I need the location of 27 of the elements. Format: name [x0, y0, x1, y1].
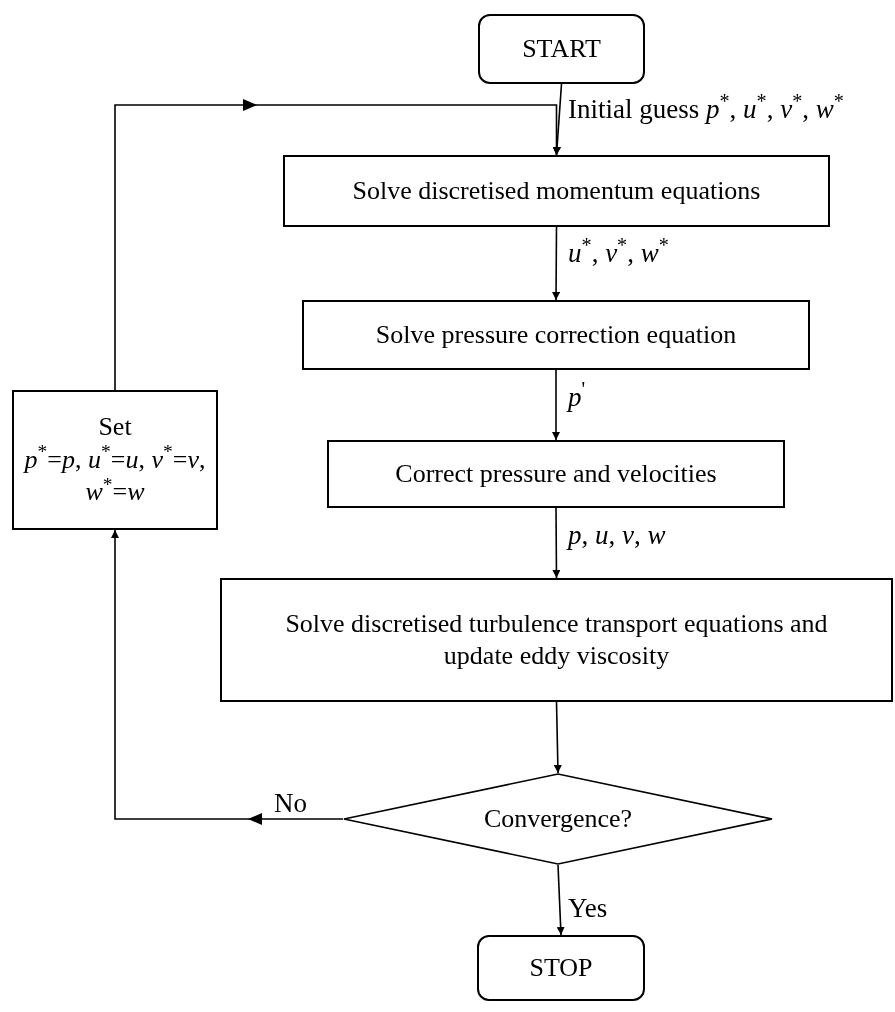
arrow [556, 864, 565, 936]
arrow [111, 529, 344, 825]
process-box [220, 578, 893, 702]
edge-label: p$^{'}$ [566, 384, 588, 411]
node-text: START [522, 32, 601, 65]
arrow [552, 369, 560, 441]
node-text: Solve discretised turbulence transport equations and update eddy viscosity [284, 607, 829, 672]
node-text: Correct pressure and velocities [395, 457, 717, 490]
node-text: Solve pressure correction equation [375, 318, 737, 351]
edge-label: Initial guess p$^{*}$, u$^{*}$, v$^{*}$, w$^{*}$ [566, 96, 846, 123]
node-text: Set [98, 411, 132, 444]
node-text: p$^{*}$=p, u$^{*}$=u, v$^{*}$=v, w$^{*}$=w [22, 443, 207, 509]
node-text: Convergence? [483, 802, 633, 835]
process-box [12, 390, 218, 530]
decision-diamond [343, 773, 773, 865]
process-box [327, 440, 785, 508]
arrow [552, 507, 561, 579]
stop-terminal [477, 935, 645, 1001]
start-terminal [478, 14, 645, 84]
arrow [552, 226, 561, 301]
node-text: Solve discretised momentum equations [352, 174, 761, 207]
node-text: STOP [529, 951, 593, 984]
arrow [114, 99, 561, 391]
arrow [553, 701, 562, 774]
process-box [302, 300, 810, 370]
edge-label: u$^{*}$, v$^{*}$, w$^{*}$ [566, 240, 671, 267]
process-box [283, 155, 830, 227]
